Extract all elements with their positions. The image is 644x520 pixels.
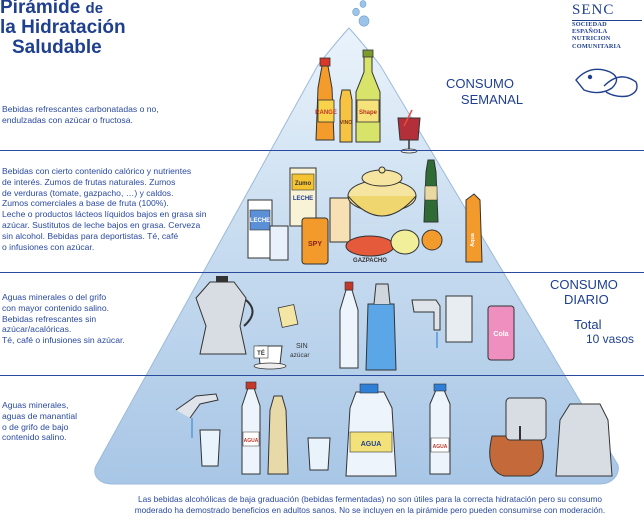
soft-drinks-illustration: RANGE Shape VINO [315,49,421,154]
svg-text:AGUA: AGUA [361,441,382,448]
total-label-line1: Total [574,316,602,332]
svg-text:TÉ: TÉ [257,349,265,357]
weekly-label-line1: CONSUMO [446,76,514,91]
footer-note: Las bebidas alcohólicas de baja graduaci… [134,494,606,515]
svg-text:Aqua: Aqua [470,232,476,247]
tier-description-water: Aguas minerales, aguas de manantial o de… [2,400,78,443]
svg-text:Cola: Cola [493,331,508,338]
svg-text:LECHE: LECHE [293,196,313,202]
tier-description-weekly: Bebidas refrescantes carbonatadas o no, … [2,104,159,125]
weekly-consumption-label: CONSUMO SEMANAL [430,76,530,109]
total-label-line2: 10 vasos [586,331,635,346]
senc-acronym: SENC [572,2,642,21]
tier-divider [0,272,644,273]
daily-label-line1: CONSUMO [550,277,618,292]
svg-text:AGUA: AGUA [433,444,448,450]
page-title: Pirámide de la Hidratación Saludable [0,0,126,58]
svg-text:Shape: Shape [359,110,378,116]
senc-line: COMUNITARIA [572,42,621,50]
pyramid-shape [94,27,619,485]
title-line-1-de: de [85,0,104,17]
caloric-drinks-illustration: Zumo LECHE LECHE SPY GAZPACHO Aqua [247,159,483,265]
svg-text:SPY: SPY [308,241,322,248]
senc-logo: SENC SOCIEDAD ESPAÑOLA NUTRICION COMUNIT… [572,2,642,50]
svg-text:Zumo: Zumo [295,181,312,187]
water-drops-icon [352,0,370,27]
water-illustration: AGUA AGUA AGUA [175,381,613,477]
tier-divider [0,375,644,376]
tier-description-caloric: Bebidas con cierto contenido calórico y … [2,166,207,252]
daily-consumption-label: CONSUMO DIARIO Total 10 vasos [550,277,640,347]
svg-text:RANGE: RANGE [315,110,337,116]
svg-text:azúcar: azúcar [290,352,310,359]
svg-text:SIN: SIN [296,343,308,350]
svg-text:LECHE: LECHE [250,218,270,224]
title-line-3: Saludable [12,36,102,58]
tier-divider [0,150,644,151]
senc-logo-icon [575,68,638,98]
weekly-label-line2: SEMANAL [460,92,524,108]
title-line-2: la Hidratación [0,16,126,38]
tier-description-daily: Aguas minerales o del grifo con mayor co… [2,292,125,346]
title-line-1: Pirámide [0,0,81,18]
senc-line: SOCIEDAD [572,21,607,28]
senc-line: ESPAÑOLA [572,28,608,36]
senc-line: NUTRICION [572,35,611,43]
daily-drinks-illustration: TÉ SIN azúcar Cola [195,276,515,371]
svg-text:GAZPACHO: GAZPACHO [353,258,387,264]
svg-text:VINO: VINO [340,120,352,126]
svg-text:AGUA: AGUA [244,438,259,444]
daily-label-line2: DIARIO [564,291,609,307]
